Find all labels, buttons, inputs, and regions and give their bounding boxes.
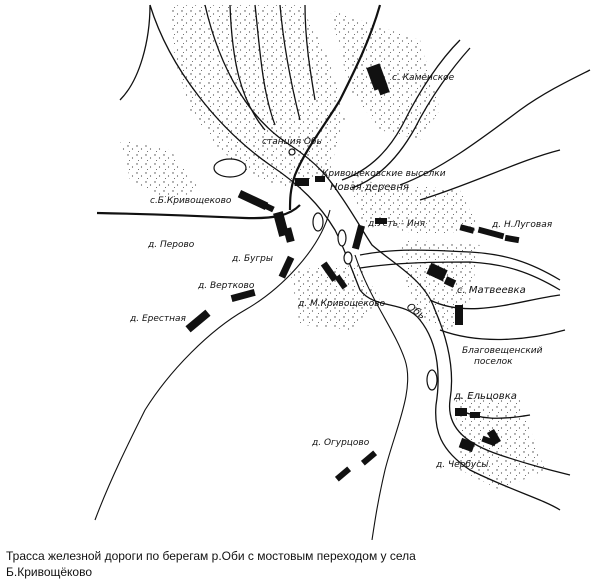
label-b-krivoshchekovo: с.Б.Кривощеково bbox=[150, 196, 232, 206]
label-erestnaya: д. Ерестная bbox=[129, 314, 186, 324]
railway bbox=[96, 4, 382, 220]
river-ob bbox=[119, 4, 591, 511]
label-vyselki: Кривощековские выселки bbox=[322, 169, 446, 179]
place-labels: с. Каменское станция Обь Кривощековские … bbox=[129, 73, 553, 470]
label-station-ob: станция Обь bbox=[262, 137, 322, 147]
settlements bbox=[185, 63, 520, 482]
label-cherbusy: д. Чербусы bbox=[435, 460, 488, 470]
label-bugry: д. Бугры bbox=[231, 254, 273, 264]
label-kamenskoe: с. Каменское bbox=[392, 73, 455, 83]
map: с. Каменское станция Обь Кривощековские … bbox=[94, 4, 591, 540]
label-blagoveshchensky: Благовещенский bbox=[462, 346, 543, 356]
label-matveevka: с. Матвеевка bbox=[457, 285, 526, 296]
label-m-krivoshchekovo: д. М.Кривощеково bbox=[297, 299, 386, 309]
label-vertkovo: д. Вертково bbox=[197, 281, 255, 291]
label-ogurtsovo: д. Огурцово bbox=[311, 438, 370, 448]
caption-line-2: Б.Кривощёково bbox=[6, 565, 93, 579]
label-perovo: д. Перово bbox=[147, 240, 195, 250]
label-poselok: поселок bbox=[474, 357, 513, 367]
label-ust-inya: д.Усть - Иня bbox=[367, 219, 426, 229]
map-caption: Трасса железной дороги по берегам р.Оби … bbox=[6, 548, 594, 580]
label-n-lugovaya: д. Н.Луговая bbox=[491, 220, 553, 230]
roads bbox=[94, 209, 409, 540]
label-eltsovka: д. Ельцовка bbox=[453, 391, 517, 402]
caption-line-1: Трасса железной дороги по берегам р.Оби … bbox=[6, 549, 416, 563]
islands bbox=[213, 148, 438, 391]
label-novaya-derevnya: Новая деревня bbox=[330, 182, 409, 193]
